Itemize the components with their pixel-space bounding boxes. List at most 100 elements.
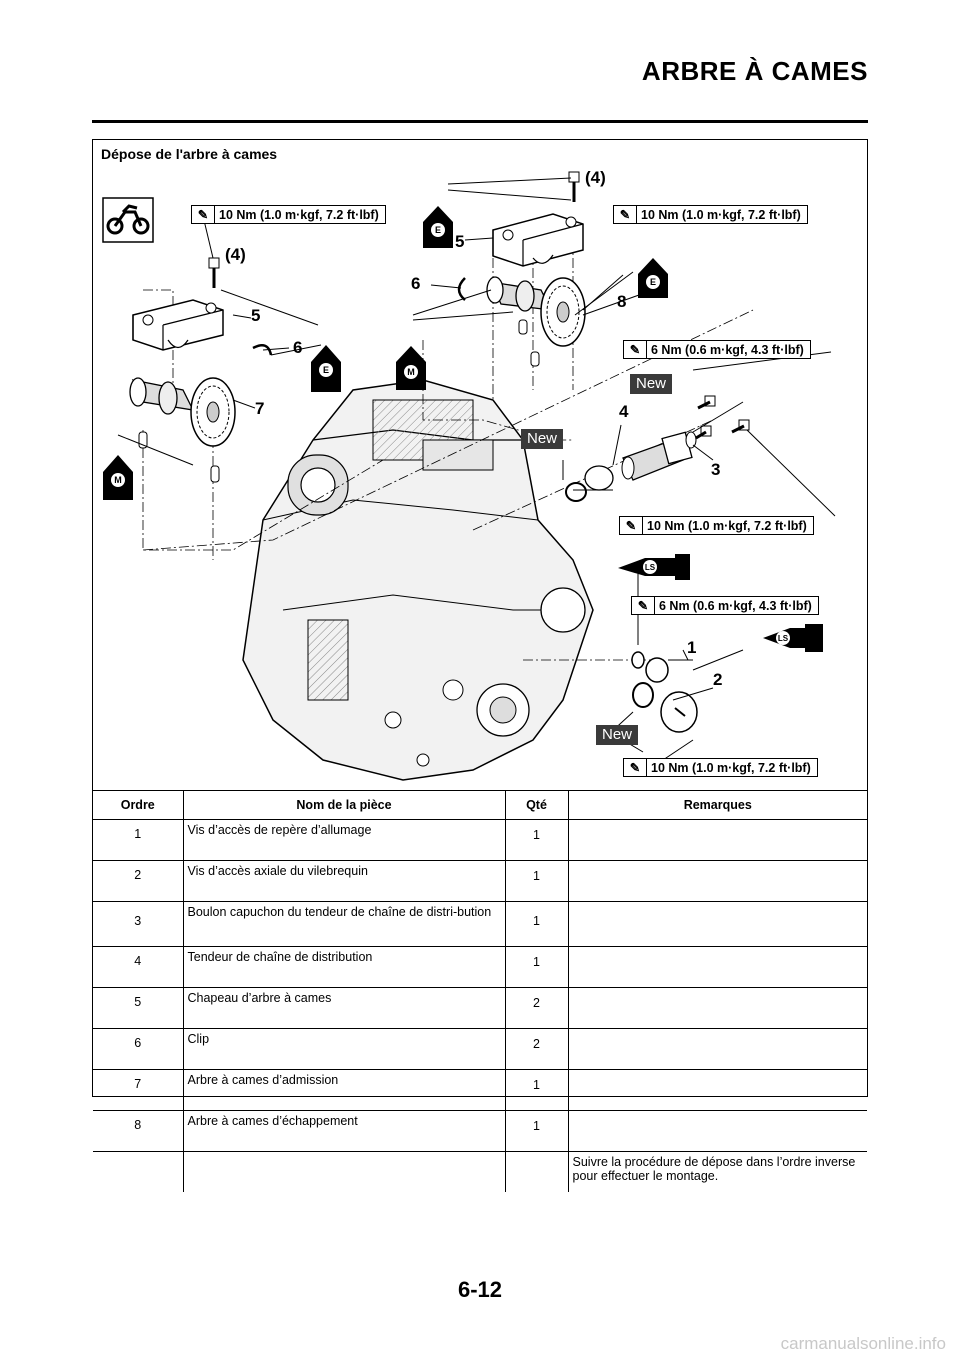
cell-remarques: [567, 819, 867, 861]
table-row: 5 Chapeau d’arbre à cames 2: [93, 987, 867, 1029]
table-row: 1 Vis d’accès de repère d’allumage 1: [93, 819, 867, 861]
lube-e-icon-left: [311, 320, 341, 392]
page-title: ARBRE À CAMES: [641, 56, 868, 86]
timing-mark-screw: [631, 651, 698, 733]
cell-nom: Tendeur de chaîne de distribution: [182, 946, 505, 988]
lube-m-icon-mid: [396, 320, 426, 390]
torque-value: 10 Nm (1.0 m·kgf, 7.2 ft·lbf): [651, 760, 811, 775]
callout-2: 2: [713, 670, 723, 689]
torque-value: 10 Nm (1.0 m·kgf, 7.2 ft·lbf): [641, 207, 801, 222]
intake-cam-cap: [132, 299, 224, 351]
lube-ls-icon-1: [618, 554, 690, 580]
cell-remarques: [567, 860, 867, 902]
exploded-view-diagram: E M E E M LS LS: [102, 171, 836, 781]
new-part-tag: New: [630, 374, 673, 394]
cell-qte: 1: [504, 1110, 568, 1152]
cell-remarques: [567, 1069, 867, 1111]
table-row: 8 Arbre à cames d’échappement 1: [93, 1110, 867, 1152]
column-header: Qté: [504, 790, 568, 820]
page-number: 6-12: [457, 1277, 503, 1302]
watermark: carmanualsonline.info: [780, 1334, 946, 1353]
new-part-tag: New: [596, 725, 639, 745]
right-bolt: [568, 171, 580, 202]
table-row: 4 Tendeur de chaîne de distribution 1: [93, 946, 867, 988]
cell-nom: Vis d’accès de repère d’allumage: [182, 819, 505, 861]
callout-1: 1: [687, 638, 697, 657]
callout-5: 5: [455, 232, 465, 251]
right-clip: [457, 277, 466, 301]
table-row: 6 Clip 2: [93, 1028, 867, 1070]
cell-ordre: 2: [93, 860, 183, 902]
cell-remarques: Suivre la procédure de dépose dans l’ord…: [567, 1151, 867, 1192]
left-dowels: [138, 431, 220, 483]
cell-remarques: [567, 1110, 867, 1152]
table-row: 7 Arbre à cames d’admission 1: [93, 1069, 867, 1111]
cell-qte: [504, 1151, 568, 1192]
table-row: 2 Vis d’accès axiale du vilebrequin 1: [93, 860, 867, 902]
cam-chain-tensioner: [565, 431, 697, 502]
cell-qte: 1: [504, 946, 568, 988]
tensioner-bolts: [695, 395, 750, 440]
cell-ordre: 4: [93, 946, 183, 988]
procedure-frame: Dépose de l'arbre à cames: [92, 139, 868, 1192]
cell-ordre: 3: [93, 901, 183, 947]
lube-letter: E: [323, 365, 329, 375]
cell-ordre: 1: [93, 819, 183, 861]
callout-6: 6: [411, 274, 421, 293]
cell-qte: 1: [504, 901, 568, 947]
lube-m-icon-left: [103, 430, 133, 500]
lube-e-icon-top: [423, 182, 453, 248]
torque-label: ✎ 6 Nm (0.6 m·kgf, 4.3 ft·lbf): [623, 340, 811, 359]
wrench-icon: ✎: [614, 206, 637, 223]
callout-quantity: (4): [225, 245, 246, 264]
right-dowels: [518, 319, 540, 367]
lube-letter: M: [114, 475, 122, 485]
wrench-icon: ✎: [620, 517, 643, 534]
wrench-icon: ✎: [624, 341, 647, 358]
cell-ordre: 7: [93, 1069, 183, 1111]
parts-table: Ordre Nom de la pièce Qté Remarques 1 Vi…: [93, 790, 867, 1192]
callout-3: 3: [711, 460, 721, 479]
cell-qte: 1: [504, 860, 568, 902]
table-header-row: Ordre Nom de la pièce Qté Remarques: [93, 790, 867, 820]
torque-value: 6 Nm (0.6 m·kgf, 4.3 ft·lbf): [659, 598, 812, 613]
column-header: Remarques: [567, 790, 867, 820]
callout-8: 8: [617, 292, 627, 311]
wrench-icon: ✎: [624, 759, 647, 776]
new-part-tag: New: [521, 429, 564, 449]
cell-remarques: [567, 987, 867, 1029]
callout-quantity: (4): [585, 168, 606, 187]
lube-e-icon-right: [638, 236, 668, 298]
torque-value: 10 Nm (1.0 m·kgf, 7.2 ft·lbf): [647, 518, 807, 533]
lube-letter: E: [435, 225, 441, 235]
table-row: Suivre la procédure de dépose dans l’ord…: [93, 1151, 867, 1192]
torque-label: ✎ 10 Nm (1.0 m·kgf, 7.2 ft·lbf): [613, 205, 808, 224]
motorcycle-icon: [102, 197, 154, 243]
torque-label: ✎ 10 Nm (1.0 m·kgf, 7.2 ft·lbf): [191, 205, 386, 224]
section-title: Dépose de l'arbre à cames: [101, 146, 278, 162]
lube-ls-icon-2: [763, 624, 823, 652]
cell-ordre: 8: [93, 1110, 183, 1152]
wrench-icon: ✎: [192, 206, 215, 223]
cell-nom: Arbre à cames d’admission: [182, 1069, 505, 1111]
lube-letter: LS: [778, 634, 789, 643]
torque-label: ✎ 10 Nm (1.0 m·kgf, 7.2 ft·lbf): [619, 516, 814, 535]
cell-qte: 2: [504, 987, 568, 1029]
cell-nom: Arbre à cames d’échappement: [182, 1110, 505, 1152]
exhaust-camshaft: [486, 276, 586, 347]
intake-camshaft: [129, 377, 236, 447]
left-clip: [252, 343, 273, 356]
cell-remarques: [567, 946, 867, 988]
cell-nom: Clip: [182, 1028, 505, 1070]
cell-nom: Chapeau d’arbre à cames: [182, 987, 505, 1029]
cell-ordre: 6: [93, 1028, 183, 1070]
torque-label: ✎ 10 Nm (1.0 m·kgf, 7.2 ft·lbf): [623, 758, 818, 777]
cell-ordre: 5: [93, 987, 183, 1029]
cell-qte: 2: [504, 1028, 568, 1070]
column-header: Nom de la pièce: [182, 790, 505, 820]
cell-remarques: [567, 901, 867, 947]
cell-nom: [182, 1151, 505, 1192]
lube-letter: M: [407, 367, 415, 377]
left-bolt: [208, 257, 220, 288]
cell-qte: 1: [504, 819, 568, 861]
